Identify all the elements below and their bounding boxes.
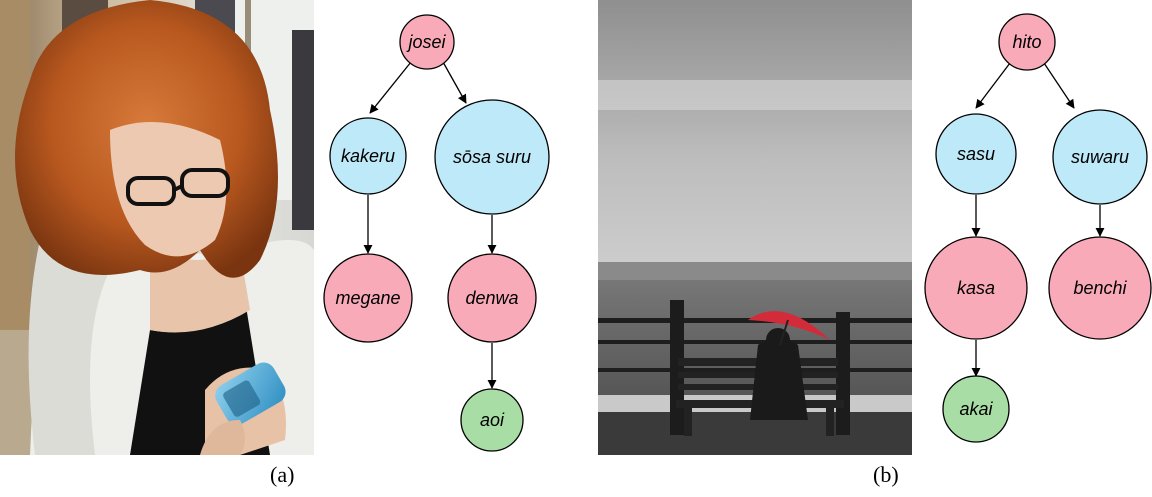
node-aoi-label: aoi [480, 410, 505, 430]
caption-panel-a: (a) [270, 462, 295, 487]
node-sasu-label: sasu [957, 144, 995, 164]
node-kasa-label: kasa [957, 278, 995, 298]
node-hito: hito [998, 13, 1056, 71]
node-kakeru: kakeru [329, 117, 407, 195]
node-sosa-suru: sōsa suru [434, 99, 550, 215]
node-sosa-suru-label: sōsa suru [453, 147, 531, 167]
photo-person-with-umbrella-image [598, 0, 912, 455]
node-benchi: benchi [1048, 236, 1152, 340]
edge-hito-sasu [975, 62, 1011, 109]
node-suwaru-label: suwaru [1071, 147, 1129, 167]
node-megane-label: megane [335, 288, 400, 308]
edge-hito-suwaru [1043, 62, 1075, 109]
photo-woman-with-phone [0, 0, 314, 455]
node-aoi: aoi [460, 388, 524, 452]
caption-panel-b: (b) [873, 462, 899, 487]
dependency-tree-a: josei kakeru sōsa suru megane denwa aoi [323, 14, 550, 452]
node-josei-label: josei [405, 32, 446, 52]
node-akai: akai [942, 375, 1010, 443]
node-denwa: denwa [447, 253, 537, 343]
node-suwaru: suwaru [1052, 109, 1148, 205]
node-sasu: sasu [935, 113, 1017, 195]
dependency-tree-b: hito sasu suwaru kasa benchi akai [924, 13, 1152, 443]
node-benchi-label: benchi [1073, 278, 1127, 298]
node-hito-label: hito [1012, 32, 1041, 52]
node-denwa-label: denwa [465, 288, 518, 308]
node-akai-label: akai [959, 399, 993, 419]
node-megane: megane [323, 253, 413, 343]
photo-person-with-umbrella [598, 0, 912, 455]
node-kakeru-label: kakeru [341, 146, 395, 166]
node-kasa: kasa [924, 236, 1028, 340]
edge-josei-sosa [442, 61, 467, 104]
photo-woman-with-phone-image [0, 0, 314, 455]
node-josei: josei [399, 14, 455, 70]
edge-josei-kakeru [369, 61, 412, 114]
